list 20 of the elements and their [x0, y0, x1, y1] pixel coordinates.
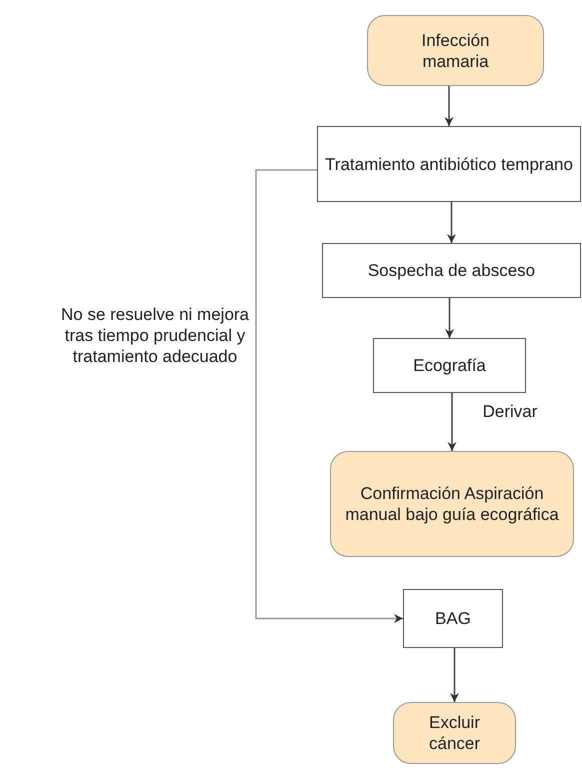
terminal-box [330, 451, 574, 557]
terminal-box [367, 15, 544, 86]
node-text: BAG [435, 608, 471, 629]
arrow [255, 169, 403, 623]
node-text: Excluir cáncer [428, 712, 482, 754]
process-box [317, 126, 581, 202]
arrow [444, 86, 454, 126]
node-text: Sospecha de absceso [368, 260, 536, 281]
terminal-box [393, 702, 516, 764]
arrow [447, 202, 456, 243]
node-text: Tratamiento antibiótico temprano [325, 154, 573, 174]
node-text: Confirmación Aspiración manual bajo guía ecográfica [344, 483, 560, 525]
process-box [322, 243, 581, 298]
node-text: Infección mamaria [420, 30, 491, 72]
arrow [450, 648, 459, 702]
arrow [448, 393, 456, 451]
process-box [403, 589, 503, 648]
arrow [445, 298, 454, 338]
node-text: Ecografía [413, 355, 486, 376]
process-box [373, 338, 526, 393]
